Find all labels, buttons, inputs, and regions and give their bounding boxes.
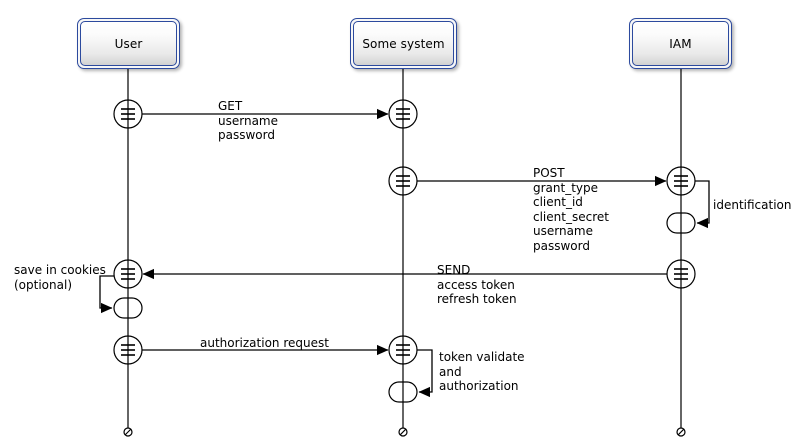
participant-label-some-system: Some system [362, 36, 445, 51]
message-label-identification: identification [713, 198, 792, 212]
message-label-save-in-cookies: save in cookies (optional) [14, 263, 106, 292]
message-arrow-token-validate [415, 349, 433, 398]
participant-inner-user: User [80, 21, 177, 66]
participant-box-iam[interactable]: IAM [629, 18, 732, 69]
message-label-authorization-request: authorization request [200, 336, 329, 350]
message-label-send: SEND access token refresh token [437, 263, 517, 306]
participant-box-user[interactable]: User [77, 18, 180, 69]
message-label-token-validate: token validate and authorization [439, 350, 525, 393]
participant-inner-iam: IAM [632, 21, 729, 66]
participant-label-user: User [114, 36, 143, 51]
message-label-get: GET username password [218, 99, 278, 142]
participant-box-some-system[interactable]: Some system [350, 18, 457, 69]
participant-label-iam: IAM [669, 36, 692, 51]
lifeline-stop-markers [123, 427, 686, 437]
participant-inner-some-system: Some system [353, 21, 454, 66]
message-arrow-identification [693, 180, 710, 229]
message-arrow-save-in-cookies [99, 275, 116, 314]
message-label-post: POST grant_type client_id client_secret … [533, 166, 609, 253]
occurrence-hamburger-glyphs [121, 108, 688, 356]
